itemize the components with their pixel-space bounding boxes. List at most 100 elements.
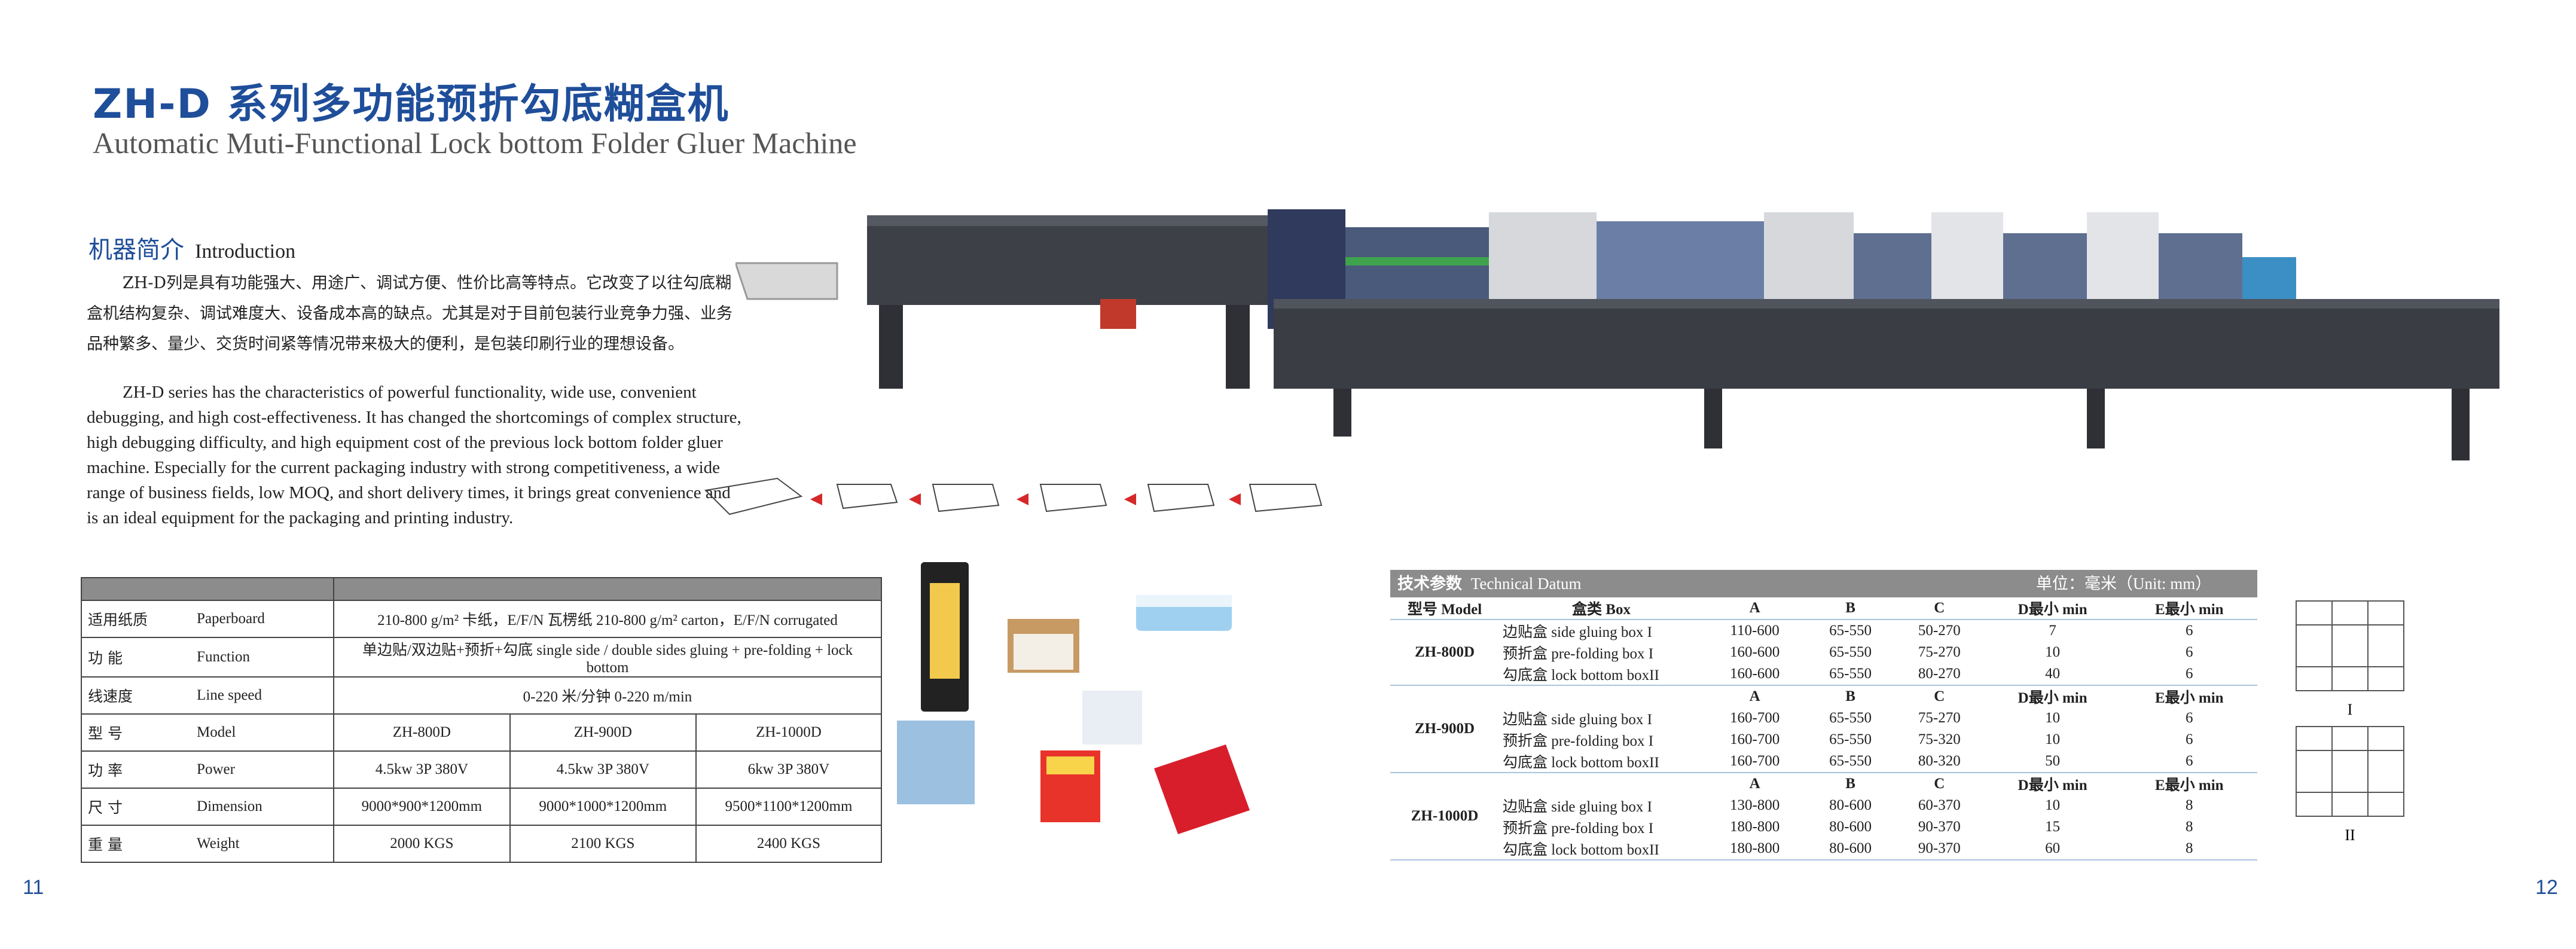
tech-cell: 75-320 <box>1918 731 1961 747</box>
tech-cell: 80-270 <box>1894 663 1984 686</box>
tech-cell: 160-700 <box>1704 750 1806 773</box>
tech-col-header: B <box>1806 597 1895 620</box>
tech-row: 勾底盒 lock bottom boxII 180-800 80-600 90-… <box>1390 838 2257 860</box>
tech-cell: 15 <box>2045 819 2061 835</box>
tech-box: 边贴盒 side gluing box I <box>1503 712 1652 728</box>
tech-box: 勾底盒 lock bottom boxII <box>1499 663 1704 686</box>
tech-box: 边贴盒 side gluing box I <box>1503 624 1652 640</box>
tech-title-en: Technical Datum <box>1470 575 1582 593</box>
tech-cell: 6 <box>2121 750 2257 773</box>
tech-cell: 160-700 <box>1729 731 1780 747</box>
tech-cell: 180-800 <box>1729 819 1780 835</box>
tech-cell: 65-550 <box>1806 750 1895 773</box>
spec-value: 9500*1100*1200mm <box>695 788 883 826</box>
folding-process-diagram <box>704 477 1323 515</box>
spec-label-en: Weight <box>191 825 334 863</box>
spec-value: 单边贴/双边贴+预折+勾底 single side / double sides… <box>333 637 882 678</box>
tech-row: 勾底盒 lock bottom boxII 160-600 65-550 80-… <box>1390 663 2257 686</box>
tech-model: ZH-1000D <box>1390 773 1499 860</box>
spec-row-model: 型 号 Model ZH-800D ZH-900D ZH-1000D <box>80 713 883 752</box>
tech-cell: 6 <box>2121 663 2257 686</box>
tech-cell: 7 <box>2049 623 2056 639</box>
tech-cell: 65-550 <box>1829 644 1872 660</box>
spec-header-cell <box>333 577 882 601</box>
spec-label-en: Line speed <box>191 676 334 715</box>
tech-cell: 75-270 <box>1918 710 1961 726</box>
tech-cell: 60 <box>1983 838 2122 860</box>
tech-title-cn: 技术参数 <box>1397 575 1462 593</box>
spec-label-cn: 功 率 <box>80 750 191 789</box>
tech-cell: 160-600 <box>1729 644 1780 660</box>
spec-value: 2000 KGS <box>333 825 511 863</box>
tech-box: 预折盒 pre-folding box I <box>1503 820 1654 837</box>
spec-label-en: Function <box>191 637 334 678</box>
spec-row-weight: 重 量 Weight 2000 KGS 2100 KGS 2400 KGS <box>80 825 883 863</box>
spec-value: 4.5kw 3P 380V <box>333 750 511 789</box>
tech-col-header: C <box>1934 688 1945 704</box>
spec-label-cn: 尺 寸 <box>80 788 191 826</box>
spec-label-cn: 功 能 <box>80 637 191 678</box>
tech-cell: 40 <box>1983 663 2122 686</box>
tech-row: 勾底盒 lock bottom boxII 160-700 65-550 80-… <box>1390 750 2257 773</box>
tech-cell: 8 <box>2121 838 2257 860</box>
tech-cell: 130-800 <box>1729 797 1780 813</box>
diagram-label-1: I <box>2348 701 2353 718</box>
spec-row-power: 功 率 Power 4.5kw 3P 380V 4.5kw 3P 380V 6k… <box>80 750 883 789</box>
spec-label-en: Dimension <box>191 788 334 826</box>
tech-cell: 160-700 <box>1729 710 1780 726</box>
tech-cell: 8 <box>2186 797 2193 813</box>
tech-col-header: 盒类 Box <box>1499 597 1704 620</box>
tech-cell: 80-600 <box>1806 838 1895 860</box>
spec-value: 9000*1000*1200mm <box>509 788 697 826</box>
tech-cell: 10 <box>2045 797 2061 813</box>
tech-row: 预折盒 pre-folding box I 160-600 65-550 75-… <box>1390 642 2257 663</box>
spec-label-cn: 适用纸质 <box>80 600 191 638</box>
tech-col-header: D最小 min <box>1983 597 2122 620</box>
tech-row: 预折盒 pre-folding box I 160-700 65-550 75-… <box>1390 729 2257 750</box>
tech-col-header: B <box>1845 688 1855 704</box>
tech-box: 预折盒 pre-folding box I <box>1503 733 1654 749</box>
spec-table: 适用纸质 Paperboard 210-800 g/m² 卡纸，E/F/N 瓦楞… <box>80 577 883 863</box>
spec-value: ZH-900D <box>509 713 697 752</box>
diagram-label-2: II <box>2345 826 2355 844</box>
tech-model: ZH-800D <box>1390 620 1499 686</box>
intro-text-cn: ZH-D列是具有功能强大、用途广、调试方便、性价比高等特点。它改变了以往勾底糊盒… <box>87 274 732 353</box>
tech-cell: 6 <box>2186 710 2193 726</box>
spec-label-cn: 线速度 <box>80 676 191 715</box>
tech-subheader-row: ZH-1000D A B C D最小 min E最小 min <box>1390 773 2257 860</box>
tech-cell: 180-800 <box>1704 838 1806 860</box>
tech-col-header: A <box>1704 597 1806 620</box>
tech-cell: 65-550 <box>1829 731 1872 747</box>
tech-cell: 10 <box>2045 731 2061 747</box>
tech-cell: 80-600 <box>1829 797 1872 813</box>
tech-cell: 90-370 <box>1894 838 1984 860</box>
tech-col-header: E最小 min <box>2121 597 2257 620</box>
tech-cell: 65-550 <box>1829 710 1872 726</box>
tech-title-bar: 技术参数 Technical Datum 单位：毫米（Unit: mm） <box>1390 570 2257 597</box>
intro-heading-en: Introduction <box>195 240 296 263</box>
tech-col-header: C <box>1934 776 1945 792</box>
spec-value: 4.5kw 3P 380V <box>509 750 697 789</box>
page-number-right: 12 <box>2535 876 2558 899</box>
tech-cell: 8 <box>2186 819 2193 835</box>
machine-image <box>735 209 2499 460</box>
spec-value: ZH-800D <box>333 713 511 752</box>
technical-datum: 技术参数 Technical Datum 单位：毫米（Unit: mm） 型号 … <box>1390 570 2257 860</box>
tech-box: 勾底盒 lock bottom boxII <box>1499 750 1704 773</box>
tech-cell: 6 <box>2186 644 2193 660</box>
tech-cell: 10 <box>2045 644 2061 660</box>
tech-cell: 10 <box>2045 710 2061 726</box>
tech-col-header: B <box>1845 776 1855 792</box>
tech-box: 预折盒 pre-folding box I <box>1503 646 1654 662</box>
spec-label-en: Paperboard <box>191 600 334 638</box>
tech-col-header: E最小 min <box>2154 690 2224 706</box>
tech-cell: 80-600 <box>1829 819 1872 835</box>
spec-label-cn: 型 号 <box>80 713 191 752</box>
tech-row: 预折盒 pre-folding box I 180-800 80-600 90-… <box>1390 816 2257 838</box>
page-number-left: 11 <box>23 876 44 899</box>
tech-box: 勾底盒 lock bottom boxII <box>1499 838 1704 860</box>
spec-row-dimension: 尺 寸 Dimension 9000*900*1200mm 9000*1000*… <box>80 788 883 826</box>
tech-col-header: D最小 min <box>2018 777 2087 794</box>
tech-col-header: C <box>1894 597 1984 620</box>
spec-value: 0-220 米/分钟 0-220 m/min <box>333 676 882 715</box>
